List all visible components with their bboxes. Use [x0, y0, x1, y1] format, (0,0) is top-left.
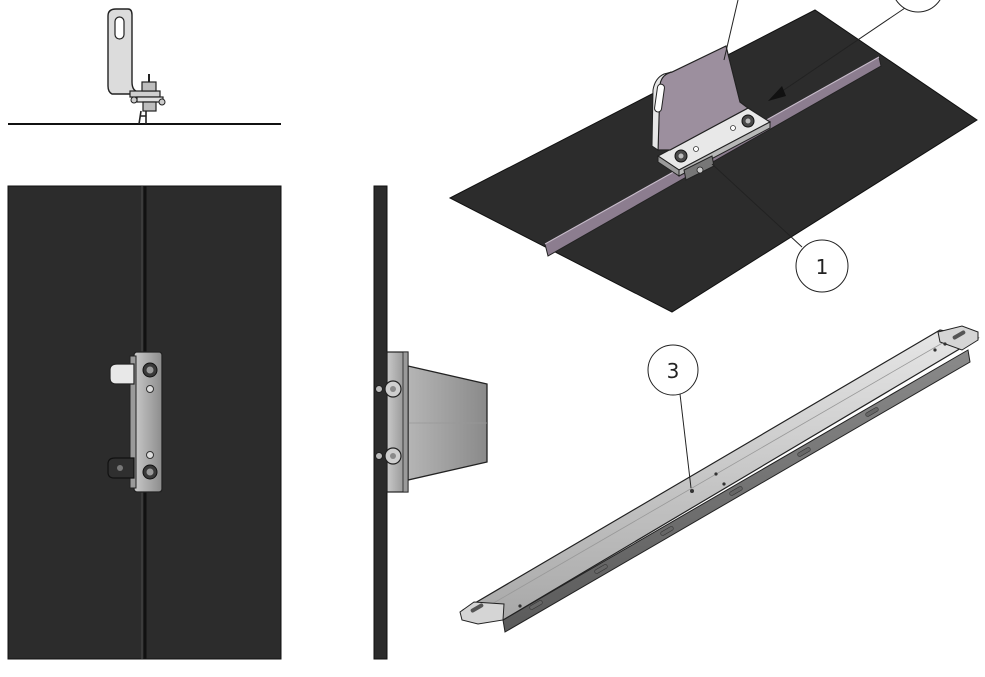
callout-bubble-partial: [895, 0, 941, 13]
hole-iso-2: [730, 125, 736, 131]
rail-hole: [714, 472, 718, 476]
callout-1-bubble: [795, 239, 849, 293]
rail-slot: [865, 407, 879, 417]
rail-slot: [594, 564, 608, 574]
rail-edge-line: [477, 333, 959, 613]
rail-slots: [529, 407, 879, 610]
bracket-lip: [402, 351, 409, 493]
rail-end-tab-left: [459, 601, 505, 625]
fin-top-plan: [109, 363, 135, 385]
rail-hole: [933, 348, 937, 352]
rail-hole: [518, 604, 522, 608]
rail-hole: [690, 489, 694, 493]
bolt-lower-side-core: [390, 453, 396, 459]
callout-3-leader: [679, 393, 692, 489]
rail-slot: [729, 486, 743, 496]
bolt-head-right: [158, 98, 166, 106]
rail-slot: [797, 447, 811, 457]
side-elevation-view: [8, 8, 281, 125]
arrowhead-upper: [768, 86, 786, 101]
callout-1-label: 1: [816, 255, 829, 279]
side-section-view: [373, 185, 488, 660]
callout-3-bubble: [647, 344, 699, 396]
rail-hole: [943, 342, 947, 346]
rail-holes: [518, 342, 947, 608]
bolt-iso-1-core: [678, 153, 684, 159]
roof-panel-edge: [373, 185, 388, 660]
nut-bottom: [142, 101, 157, 112]
clamp-bolt-iso: [696, 166, 704, 174]
callout-1-leader: [711, 163, 803, 248]
plan-view: [7, 185, 282, 660]
bracket-flange-plan: [129, 355, 137, 489]
bolt-head-left: [130, 96, 138, 104]
bracket-base-plate: [129, 90, 161, 98]
isometric-view: [448, 0, 978, 313]
nut-top: [141, 81, 157, 92]
bolt-top-plan-inner: [146, 366, 154, 374]
rail-hole: [722, 482, 726, 486]
callout-1: 1: [711, 163, 849, 293]
rail-end-tab-right: [937, 325, 979, 351]
seam-clamp: [138, 110, 147, 125]
fin-slot-iso: [654, 83, 665, 113]
hole-iso-1: [693, 146, 699, 152]
leader-upper-left: [723, 0, 739, 61]
bracket-slot: [114, 16, 125, 40]
callout-3: 3: [647, 344, 699, 489]
rail-slot: [660, 526, 674, 536]
leader-upper-right: [774, 7, 906, 97]
fin-bottom-hole: [117, 465, 123, 471]
bolt-iso-2-core: [745, 118, 751, 124]
nut-left-upper: [375, 385, 383, 393]
nut-left-lower: [375, 452, 383, 460]
rail-end-slot-left: [470, 603, 484, 613]
rail-top-surface: [461, 329, 980, 621]
callout-3-label: 3: [667, 359, 680, 383]
rail-slot: [529, 600, 543, 610]
hole-top-plan: [146, 385, 154, 393]
rail-end-slot-right: [952, 330, 966, 340]
bolt-upper-side-core: [390, 386, 396, 392]
rail-part-view: [459, 325, 980, 633]
bolt-bottom-plan-inner: [146, 468, 154, 476]
hole-bottom-plan: [146, 451, 154, 459]
